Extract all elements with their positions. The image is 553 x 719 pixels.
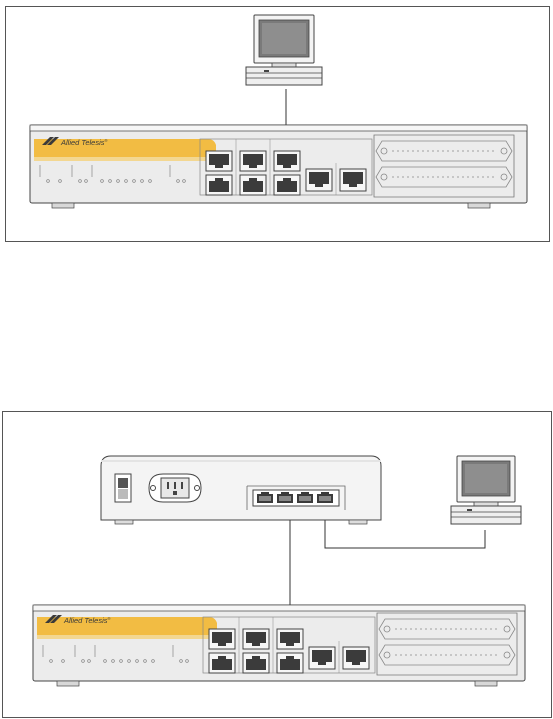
power-switch-icon (115, 474, 131, 502)
brand-name: Allied Telesis® (60, 138, 108, 147)
diagram-direct-svg: Allied Telesis® (6, 7, 549, 241)
diagram-panel-direct: Allied Telesis® (5, 6, 550, 242)
converter-ports (253, 490, 339, 506)
diagram-panel-converter: Allied Telesis® (2, 411, 552, 718)
switch-device: Allied Telesis® (33, 605, 525, 686)
trademark-symbol: ® (108, 616, 111, 621)
computer-icon (451, 456, 521, 524)
brand-name: Allied Telesis® (63, 616, 111, 625)
converter-chassis (101, 456, 381, 524)
diagram-converter-svg: Allied Telesis® (3, 412, 551, 717)
computer-icon (246, 15, 322, 85)
trademark-symbol: ® (105, 138, 108, 143)
switch-device: Allied Telesis® (30, 125, 527, 208)
power-inlet-icon (149, 474, 201, 502)
